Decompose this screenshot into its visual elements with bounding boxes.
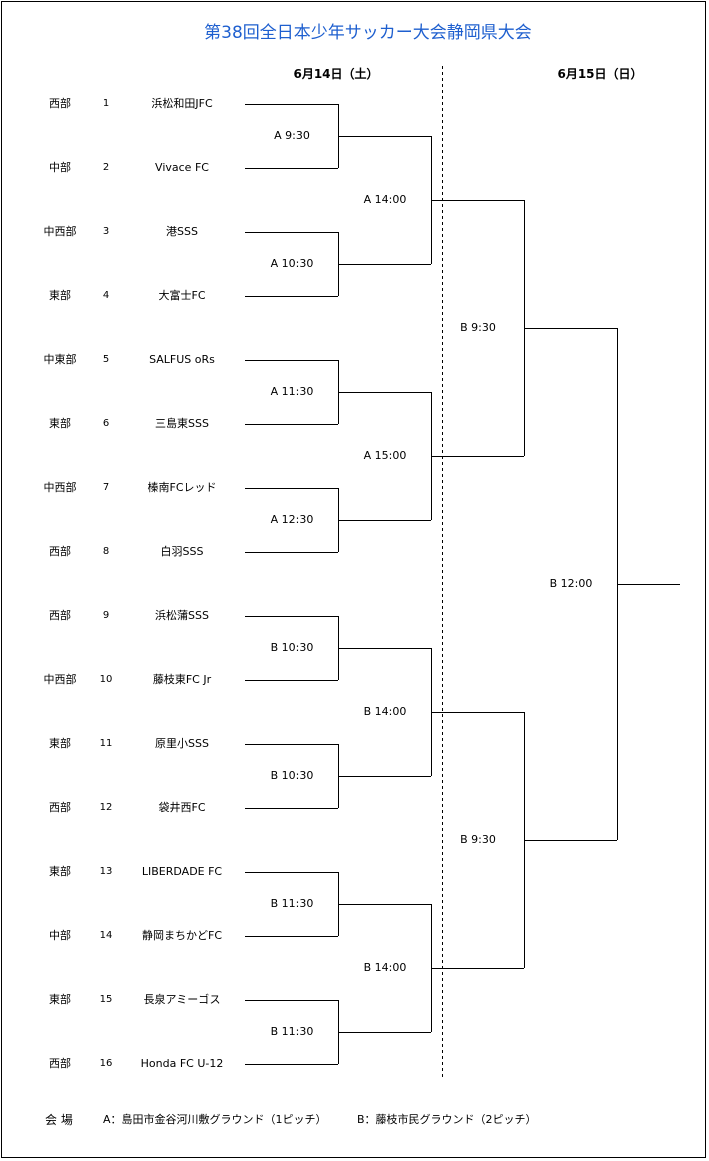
- semifinal-match-label: B 9:30: [460, 833, 496, 846]
- team-name: 長泉アミーゴス: [143, 993, 221, 1006]
- team-name: 藤枝東FC Jr: [152, 673, 212, 686]
- team-name: 港SSS: [166, 225, 198, 238]
- team-region: 中西部: [43, 225, 77, 238]
- team-name: 浜松蒲SSS: [155, 609, 209, 622]
- team-seed: 11: [99, 738, 113, 749]
- team-region: 西部: [49, 801, 71, 814]
- team-seed: 10: [99, 674, 113, 685]
- team-seed: 6: [102, 418, 110, 429]
- team-seed: 13: [99, 866, 113, 877]
- team-region: 西部: [49, 545, 71, 558]
- round2-match-label: A 14:00: [363, 193, 407, 206]
- round1-match-label: B 11:30: [270, 897, 314, 910]
- team-name: 原里小SSS: [155, 737, 209, 750]
- round1-match-label: B 10:30: [270, 769, 314, 782]
- team-region: 中西部: [43, 481, 77, 494]
- team-region: 東部: [49, 737, 71, 750]
- venue-b: B：藤枝市民グラウンド（2ピッチ）: [357, 1113, 537, 1126]
- team-region: 東部: [49, 289, 71, 302]
- team-seed: 12: [99, 802, 113, 813]
- round2-match-label: B 14:00: [363, 961, 407, 974]
- team-name: 袋井西FC: [158, 801, 206, 814]
- round2-match-label: A 15:00: [363, 449, 407, 462]
- semifinal-match-label: B 9:30: [460, 321, 496, 334]
- team-name: Honda FC U-12: [140, 1057, 224, 1070]
- team-seed: 7: [102, 482, 110, 493]
- team-region: 西部: [49, 609, 71, 622]
- team-region: 中部: [49, 929, 71, 942]
- team-name: 白羽SSS: [160, 545, 204, 558]
- team-region: 中東部: [43, 353, 77, 366]
- team-region: 西部: [49, 97, 71, 110]
- round1-match-label: A 9:30: [274, 129, 310, 142]
- team-seed: 2: [102, 162, 110, 173]
- team-name: Vivace FC: [155, 161, 209, 174]
- venue-a: A：島田市金谷河川敷グラウンド（1ピッチ）: [103, 1113, 327, 1126]
- team-name: LIBERDADE FC: [141, 865, 223, 878]
- team-seed: 5: [102, 354, 110, 365]
- date-day2: 6月15日（日）: [557, 67, 643, 81]
- team-seed: 8: [102, 546, 110, 557]
- round1-match-label: A 10:30: [270, 257, 314, 270]
- team-region: 西部: [49, 1057, 71, 1070]
- round2-match-label: B 14:00: [363, 705, 407, 718]
- team-seed: 9: [102, 610, 110, 621]
- team-region: 中部: [49, 161, 71, 174]
- team-region: 東部: [49, 417, 71, 430]
- final-match-label: B 12:00: [549, 577, 593, 590]
- round1-match-label: A 12:30: [270, 513, 314, 526]
- round1-match-label: A 11:30: [270, 385, 314, 398]
- team-name: SALFUS oRs: [149, 353, 215, 366]
- team-region: 東部: [49, 993, 71, 1006]
- team-name: 三島東SSS: [155, 417, 209, 430]
- team-name: 静岡まちかどFC: [141, 929, 223, 942]
- team-region: 東部: [49, 865, 71, 878]
- team-seed: 14: [99, 930, 113, 941]
- team-name: 大富士FC: [158, 289, 206, 302]
- page-title: 第38回全日本少年サッカー大会静岡県大会: [204, 23, 532, 43]
- round1-match-label: B 10:30: [270, 641, 314, 654]
- team-region: 中西部: [43, 673, 77, 686]
- team-seed: 16: [99, 1058, 113, 1069]
- team-seed: 15: [99, 994, 113, 1005]
- team-name: 榛南FCレッド: [147, 481, 217, 494]
- round1-match-label: B 11:30: [270, 1025, 314, 1038]
- team-name: 浜松和田JFC: [151, 97, 213, 110]
- team-seed: 4: [102, 290, 110, 301]
- team-seed: 1: [102, 98, 110, 109]
- team-seed: 3: [102, 226, 110, 237]
- venue-label: 会 場: [45, 1113, 73, 1127]
- date-day1: 6月14日（土）: [293, 67, 379, 81]
